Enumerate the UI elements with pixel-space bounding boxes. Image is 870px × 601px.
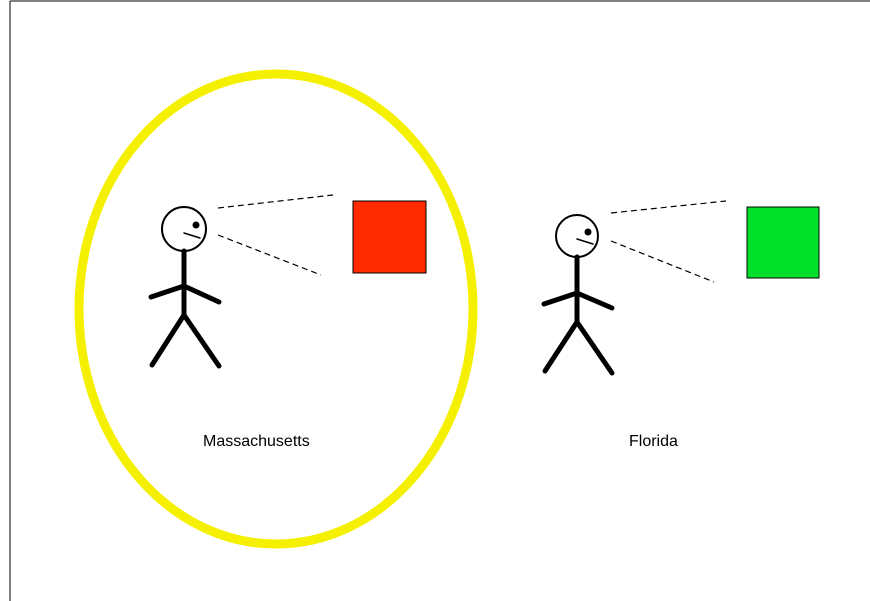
right-observer-group: [541, 200, 820, 376]
right-stick-figure-icon: [541, 214, 615, 376]
left-sight-line-upper: [217, 194, 334, 209]
left-figure-mouth: [183, 232, 201, 239]
left-stick-figure-icon: [148, 206, 222, 369]
left-red-square: [352, 200, 427, 274]
right-sight-line-lower: [610, 240, 715, 283]
right-figure-leg-right: [574, 319, 615, 376]
right-figure-leg-left: [542, 319, 580, 374]
right-figure-arm-right: [574, 290, 615, 311]
left-figure-head: [161, 206, 207, 252]
left-figure-leg-right: [181, 312, 222, 369]
right-figure-arm-left: [541, 290, 580, 307]
left-sight-line-lower: [217, 234, 322, 276]
right-figure-eye: [584, 228, 592, 236]
left-figure-leg-left: [149, 312, 187, 368]
highlight-ellipse: [74, 69, 478, 549]
right-sight-line-upper: [610, 200, 727, 214]
right-figure-head: [555, 214, 599, 258]
florida-label: Florida: [629, 433, 678, 450]
right-green-square: [746, 206, 820, 279]
left-figure-arm-right: [181, 283, 222, 305]
right-figure-mouth: [576, 238, 594, 245]
left-figure-eye: [192, 221, 200, 229]
left-observer-group: [148, 194, 427, 369]
left-figure-arm-left: [148, 283, 187, 300]
massachusetts-label: Massachusetts: [203, 433, 310, 450]
